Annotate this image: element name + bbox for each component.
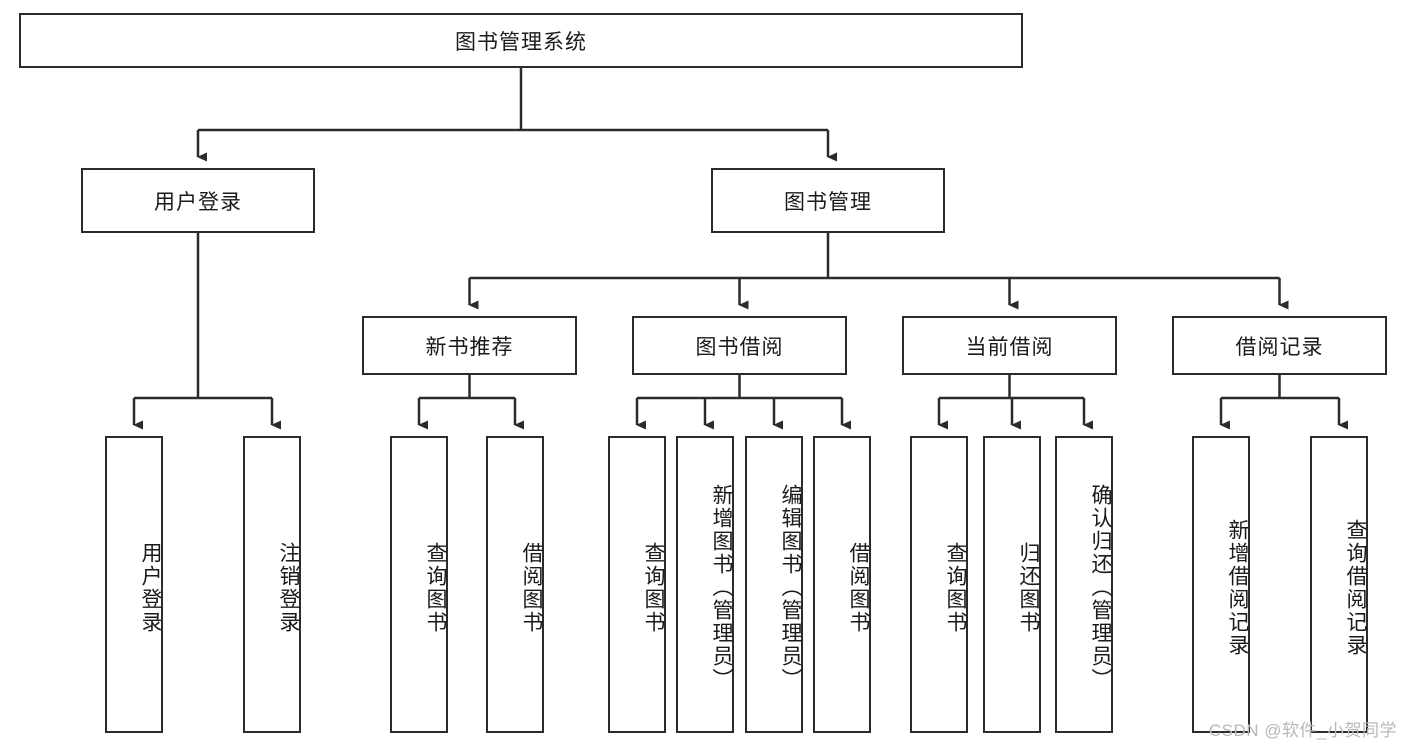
- leaf-confirm-return-label: 确认归还（管理员）: [1089, 484, 1112, 691]
- leaf-edit-book[interactable]: 编辑图书（管理员）: [745, 436, 803, 733]
- node-root[interactable]: 图书管理系统: [19, 13, 1023, 68]
- node-root-label: 图书管理系统: [455, 30, 587, 54]
- leaf-query-book-2[interactable]: 查询图书: [608, 436, 666, 733]
- leaf-query-book-3[interactable]: 查询图书: [910, 436, 968, 733]
- leaf-query-book-1[interactable]: 查询图书: [390, 436, 448, 733]
- leaf-confirm-return[interactable]: 确认归还（管理员）: [1055, 436, 1113, 733]
- leaf-return-book[interactable]: 归还图书: [983, 436, 1041, 733]
- leaf-query-book-3-label: 查询图书: [944, 541, 967, 634]
- leaf-add-book-label: 新增图书（管理员）: [710, 484, 733, 691]
- node-new-book-recommend-label: 新书推荐: [425, 335, 514, 359]
- node-user-login[interactable]: 用户登录: [81, 168, 315, 233]
- node-borrow-record-label: 借阅记录: [1235, 335, 1324, 359]
- watermark: CSDN @软件_小贺同学: [1208, 721, 1397, 740]
- leaf-borrow-book-2[interactable]: 借阅图书: [813, 436, 871, 733]
- leaf-return-book-label: 归还图书: [1017, 541, 1040, 634]
- node-user-login-label: 用户登录: [154, 190, 242, 214]
- leaf-add-book[interactable]: 新增图书（管理员）: [676, 436, 734, 733]
- leaf-logout-label: 注销登录: [277, 541, 300, 634]
- leaf-query-book-2-label: 查询图书: [642, 541, 665, 634]
- leaf-add-borrow-record[interactable]: 新增借阅记录: [1192, 436, 1250, 733]
- node-new-book-recommend[interactable]: 新书推荐: [362, 316, 577, 375]
- leaf-add-borrow-record-label: 新增借阅记录: [1226, 518, 1249, 657]
- node-book-borrow[interactable]: 图书借阅: [632, 316, 847, 375]
- leaf-query-book-1-label: 查询图书: [424, 541, 447, 634]
- leaf-query-borrow-record[interactable]: 查询借阅记录: [1310, 436, 1368, 733]
- leaf-edit-book-label: 编辑图书（管理员）: [779, 484, 802, 691]
- leaf-borrow-book-1-label: 借阅图书: [520, 541, 543, 634]
- leaf-query-borrow-record-label: 查询借阅记录: [1344, 518, 1367, 657]
- node-book-manage-label: 图书管理: [784, 190, 872, 214]
- leaf-borrow-book-2-label: 借阅图书: [847, 541, 870, 634]
- node-current-borrow-label: 当前借阅: [965, 335, 1054, 359]
- leaf-logout[interactable]: 注销登录: [243, 436, 301, 733]
- leaf-borrow-book-1[interactable]: 借阅图书: [486, 436, 544, 733]
- node-borrow-record[interactable]: 借阅记录: [1172, 316, 1387, 375]
- leaf-user-login[interactable]: 用户登录: [105, 436, 163, 733]
- node-book-borrow-label: 图书借阅: [695, 335, 784, 359]
- node-current-borrow[interactable]: 当前借阅: [902, 316, 1117, 375]
- leaf-user-login-label: 用户登录: [139, 541, 162, 634]
- node-book-manage[interactable]: 图书管理: [711, 168, 945, 233]
